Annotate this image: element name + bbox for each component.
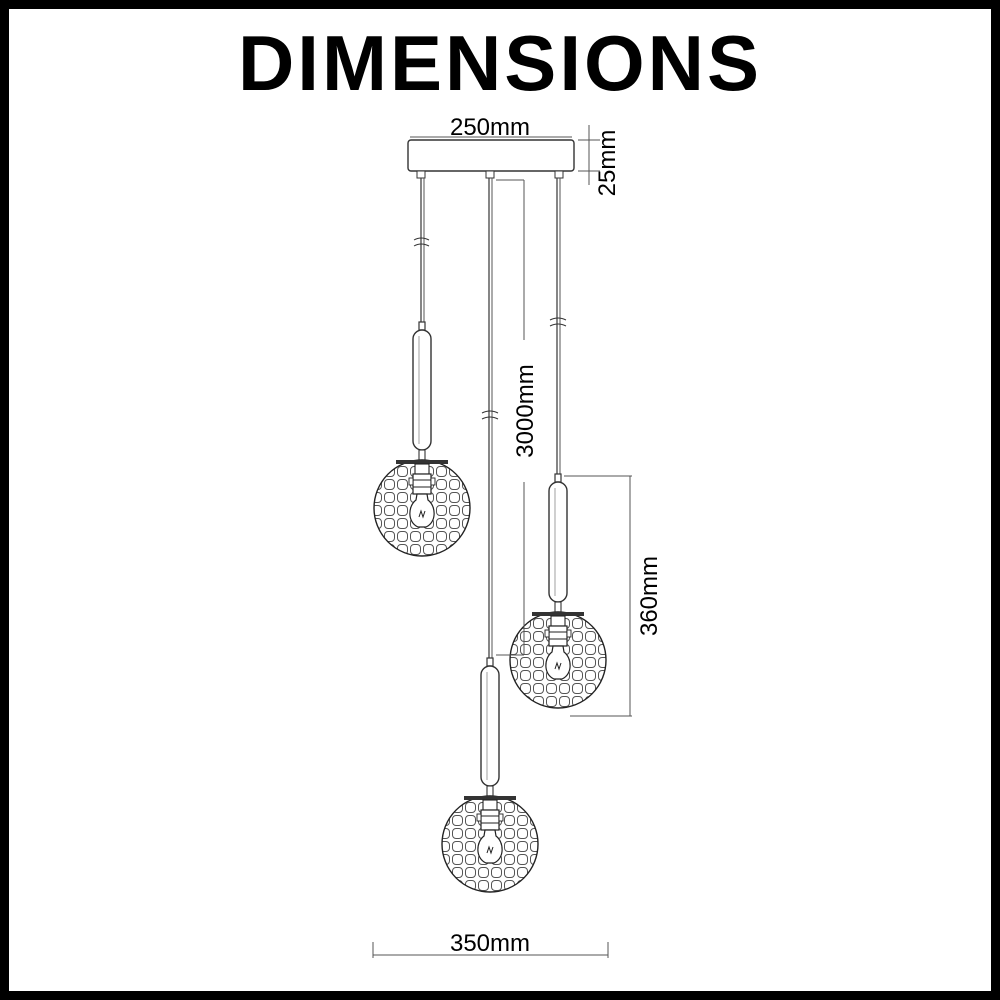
pendant-right: [509, 178, 607, 709]
canopy: [407, 139, 575, 172]
total-width-label: 350mm: [450, 930, 530, 957]
canopy-height-label: 25mm: [594, 130, 621, 197]
lamp-left: [373, 321, 471, 557]
cable-break-center: [481, 410, 499, 420]
cable-break-right: [549, 317, 567, 327]
lamp-height-label: 360mm: [636, 556, 663, 636]
cable-grip-right: [554, 170, 564, 179]
cable-break-left: [413, 237, 430, 247]
pendant-center: [441, 178, 539, 893]
pendant-left: [373, 178, 471, 557]
page-title: DIMENSIONS: [237, 19, 763, 107]
cable-grip-left: [416, 170, 426, 179]
cable-grip-center: [485, 170, 495, 179]
canopy-width-label: 250mm: [450, 114, 530, 141]
cable-length-label: 3000mm: [512, 364, 539, 457]
